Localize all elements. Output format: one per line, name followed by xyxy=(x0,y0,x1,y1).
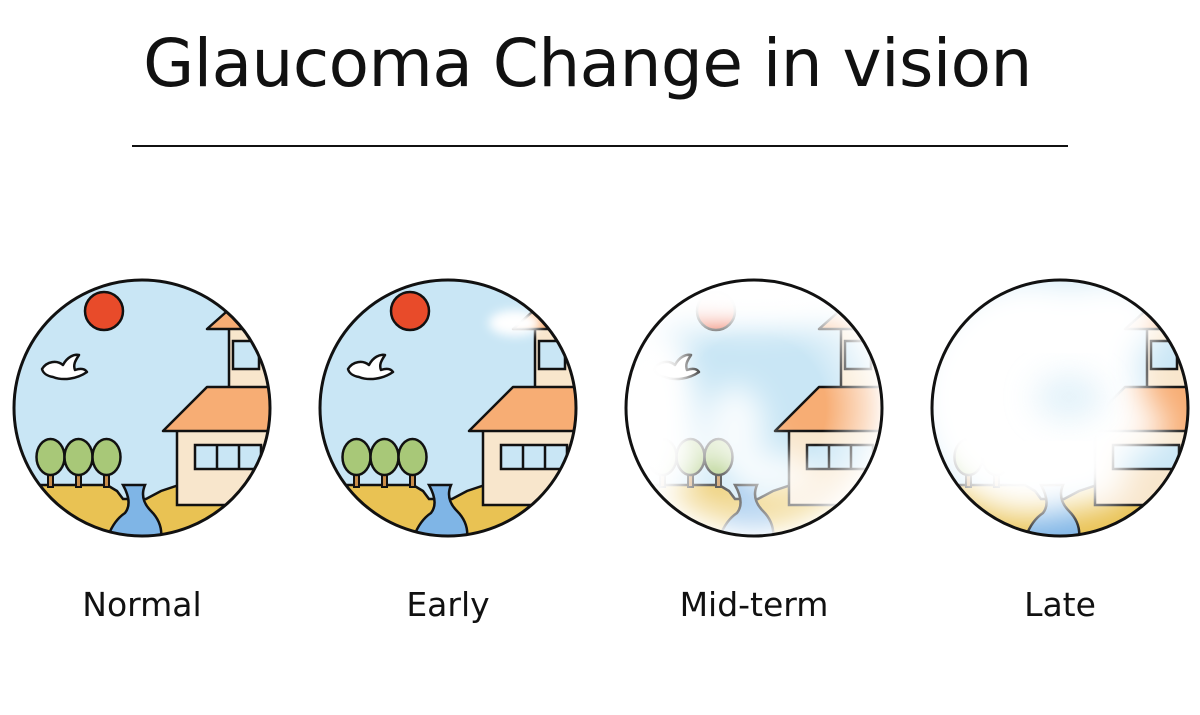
tree-icon xyxy=(341,437,428,488)
stage-label-normal: Normal xyxy=(82,585,202,624)
stage-label-late: Late xyxy=(1024,585,1096,624)
vision-circle-early xyxy=(317,277,579,539)
tree-icon xyxy=(35,437,122,488)
vision-circle-normal xyxy=(11,277,273,539)
bird-icon xyxy=(346,353,395,381)
blind-spot xyxy=(489,310,541,336)
bird-icon xyxy=(40,353,89,381)
page-title: Glaucoma Change in vision xyxy=(143,25,1032,102)
sun-icon xyxy=(83,290,125,332)
river xyxy=(105,483,163,536)
title-divider xyxy=(132,145,1068,147)
vision-circle-mid-term xyxy=(623,277,885,539)
vision-circle-late xyxy=(929,277,1191,539)
stage-label-early: Early xyxy=(406,585,490,624)
blind-spot xyxy=(932,280,1169,517)
vision-circle-outline xyxy=(12,278,272,538)
sun-icon xyxy=(389,290,431,332)
stage-label-mid-term: Mid-term xyxy=(679,585,829,624)
